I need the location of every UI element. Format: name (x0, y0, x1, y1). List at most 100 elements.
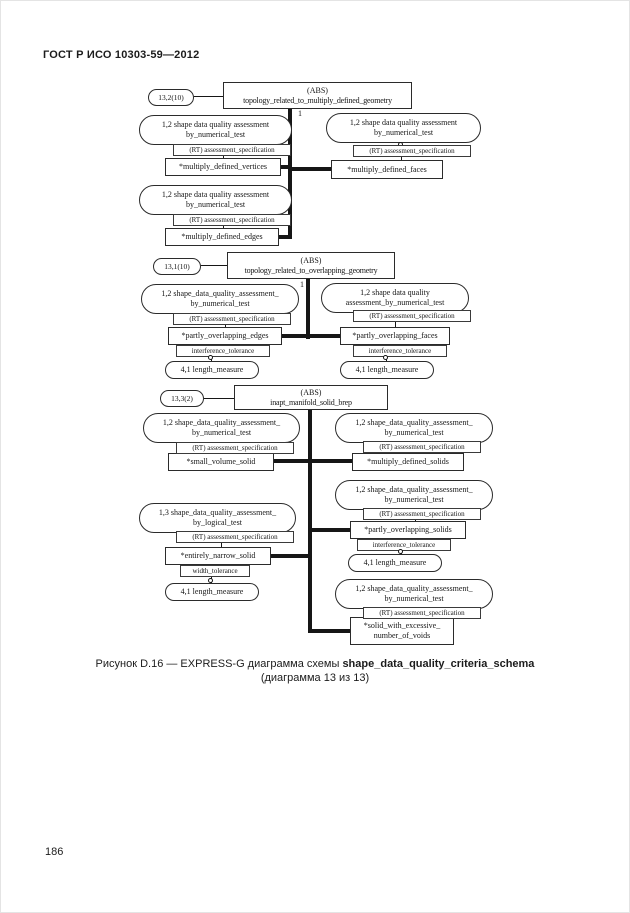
node-text-line: 1,2 shape_data_quality_assessment_ (355, 584, 473, 593)
relation-circle (208, 578, 213, 583)
supertype-line (312, 528, 350, 532)
node-text-line: assessment_by_numerical_test (345, 298, 445, 307)
entity-box-topology-related-to-multiply-defined-geometry: (ABS) topology_related_to_multiply_defin… (223, 82, 412, 109)
entity-name: inapt_manifold_solid_brep (270, 397, 352, 407)
type-oval-sdq-assessment-logical: 1,3 shape_data_quality_assessment_ by_lo… (139, 503, 296, 533)
supertype-line (308, 410, 312, 633)
node-text-line: 1,2 shape_data_quality_assessment_ (355, 418, 473, 427)
type-oval-length-measure: 4,1 length_measure (165, 583, 259, 601)
attr-label-rt-assessment-specification: (RT) assessment_specification (353, 310, 471, 322)
entity-box-partly-overlapping-solids: *partly_overlapping_solids (350, 521, 466, 539)
supertype-line (281, 165, 288, 169)
caption-prefix: Рисунок D.16 — EXPRESS-G диаграмма схемы (95, 658, 343, 670)
entity-name: topology_related_to_overlapping_geometry (244, 265, 378, 275)
relation-circle (383, 355, 388, 360)
type-oval-sdq-assessment-numerical: 1,2 shape data quality assessment by_num… (139, 115, 292, 145)
oneof-marker: 1 (298, 109, 302, 118)
node-text-line: by_numerical_test (384, 428, 444, 437)
type-oval-length-measure: 4,1 length_measure (348, 554, 442, 572)
supertype-line (310, 334, 340, 338)
attr-label-rt-assessment-specification: (RT) assessment_specification (173, 214, 291, 226)
relation-circle (398, 549, 403, 554)
node-text-line: 1,2 shape data quality assessment (161, 190, 270, 199)
abs-marker: (ABS) (300, 387, 322, 397)
supertype-line (292, 167, 331, 171)
node-text-line: by_numerical_test (185, 130, 246, 139)
page-ref-13-1-10: 13,1(10) (153, 258, 201, 275)
oneof-marker: 1 (300, 280, 304, 289)
type-oval-sdq-assessment-numerical: 1,2 shape_data_quality_assessment_ by_nu… (335, 413, 493, 443)
type-oval-sdq-assessment-numerical: 1,2 shape data quality assessment_by_num… (321, 283, 469, 313)
entity-box-multiply-defined-edges: *multiply_defined_edges (165, 228, 279, 246)
node-text-line: 1,2 shape data quality assessment (161, 120, 270, 129)
attr-label-rt-assessment-specification: (RT) assessment_specification (176, 531, 294, 543)
type-oval-sdq-assessment-numerical: 1,2 shape_data_quality_assessment_ by_nu… (143, 413, 300, 443)
node-text-line: by_numerical_test (190, 299, 250, 308)
abs-marker: (ABS) (307, 85, 328, 95)
entity-box-entirely-narrow-solid: *entirely_narrow_solid (165, 547, 271, 565)
relation-circle (208, 355, 213, 360)
supertype-line (312, 629, 350, 633)
type-oval-sdq-assessment-numerical: 1,2 shape_data_quality_assessment_ by_nu… (141, 284, 299, 314)
node-text-line: 1,2 shape data quality assessment (349, 118, 458, 127)
supertype-line (282, 334, 306, 338)
entity-box-partly-overlapping-faces: *partly_overlapping_faces (340, 327, 450, 345)
document-header: ГОСТ Р ИСО 10303-59—2012 (43, 49, 200, 61)
attr-label-rt-assessment-specification: (RT) assessment_specification (363, 441, 481, 453)
attr-label-rt-assessment-specification: (RT) assessment_specification (363, 607, 481, 619)
node-text-line: 1,3 shape_data_quality_assessment_ (158, 508, 277, 517)
node-text-line: number_of_voids (373, 631, 431, 640)
entity-box-inapt-manifold-solid-brep: (ABS) inapt_manifold_solid_brep (234, 385, 388, 410)
node-text-line: 1,2 shape_data_quality_assessment_ (162, 418, 281, 427)
node-text-line: *solid_with_excessive_ (363, 621, 441, 630)
entity-box-topology-related-to-overlapping-geometry: (ABS) topology_related_to_overlapping_ge… (227, 252, 395, 279)
connector-line (194, 96, 223, 97)
caption-line-2: (диаграмма 13 из 13) (260, 672, 370, 684)
type-oval-sdq-assessment-numerical: 1,2 shape data quality assessment by_num… (139, 185, 292, 215)
attr-label-rt-assessment-specification: (RT) assessment_specification (363, 508, 481, 520)
attr-label-rt-assessment-specification: (RT) assessment_specification (353, 145, 471, 157)
type-oval-sdq-assessment-numerical: 1,2 shape data quality assessment by_num… (326, 113, 481, 143)
supertype-line (306, 279, 310, 339)
node-text-line: 1,2 shape_data_quality_assessment_ (161, 289, 279, 298)
entity-box-multiply-defined-solids: *multiply_defined_solids (352, 453, 464, 471)
attr-label-interference-tolerance: interference_tolerance (353, 345, 447, 357)
node-text-line: by_numerical_test (191, 428, 252, 437)
caption-schema-name: shape_data_quality_criteria_schema (342, 658, 535, 670)
entity-box-multiply-defined-faces: *multiply_defined_faces (331, 160, 443, 179)
attr-label-interference-tolerance: interference_tolerance (357, 539, 451, 551)
supertype-line (271, 554, 308, 558)
attr-label-rt-assessment-specification: (RT) assessment_specification (173, 144, 291, 156)
node-text-line: by_numerical_test (384, 594, 444, 603)
node-text-line: by_numerical_test (185, 200, 246, 209)
node-text-line: 1,2 shape data quality (360, 288, 430, 297)
caption-line-1: Рисунок D.16 — EXPRESS-G диаграмма схемы… (1, 657, 629, 671)
supertype-line (274, 459, 308, 463)
supertype-line (288, 109, 292, 239)
attr-label-width-tolerance: width_tolerance (180, 565, 250, 577)
node-text-line: 1,2 shape_data_quality_assessment_ (355, 485, 473, 494)
abs-marker: (ABS) (300, 255, 322, 265)
entity-box-multiply-defined-vertices: *multiply_defined_vertices (165, 158, 281, 176)
supertype-line (279, 235, 288, 239)
type-oval-length-measure: 4,1 length_measure (165, 361, 259, 379)
page-number: 186 (45, 846, 64, 858)
node-text-line: by_numerical_test (373, 128, 434, 137)
page-ref-13-2-10: 13,2(10) (148, 89, 194, 106)
connector-line (201, 265, 227, 266)
attr-label-interference-tolerance: interference_tolerance (176, 345, 270, 357)
attr-label-rt-assessment-specification: (RT) assessment_specification (176, 442, 294, 454)
type-oval-length-measure: 4,1 length_measure (340, 361, 434, 379)
supertype-line (312, 459, 352, 463)
type-oval-sdq-assessment-numerical: 1,2 shape_data_quality_assessment_ by_nu… (335, 579, 493, 609)
entity-box-solid-with-excessive-number-of-voids: *solid_with_excessive_ number_of_voids (350, 617, 454, 645)
entity-box-small-volume-solid: *small_volume_solid (168, 453, 274, 471)
attr-label-rt-assessment-specification: (RT) assessment_specification (173, 313, 291, 325)
entity-name: topology_related_to_multiply_defined_geo… (243, 95, 392, 105)
node-text-line: by_logical_test (193, 518, 242, 527)
figure-caption: Рисунок D.16 — EXPRESS-G диаграмма схемы… (1, 657, 629, 685)
connector-line (204, 398, 234, 399)
type-oval-sdq-assessment-numerical: 1,2 shape_data_quality_assessment_ by_nu… (335, 480, 493, 510)
entity-box-partly-overlapping-edges: *partly_overlapping_edges (168, 327, 282, 345)
